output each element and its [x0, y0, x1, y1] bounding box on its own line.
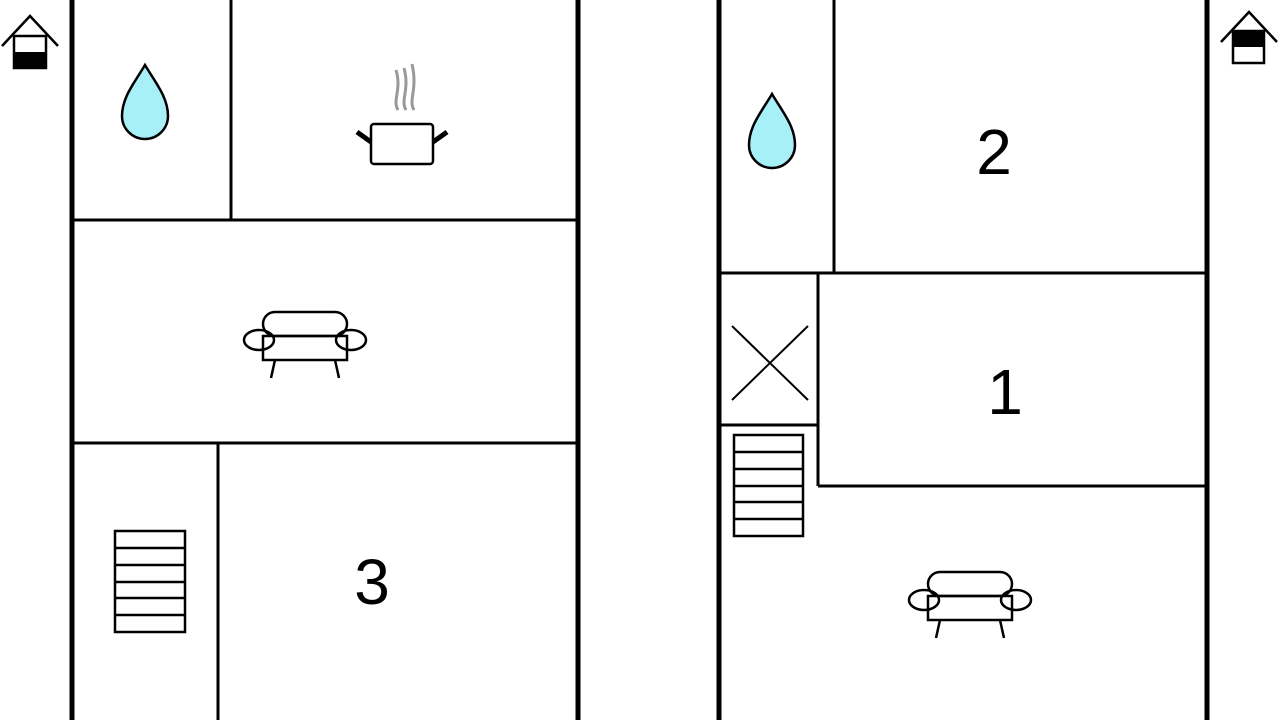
ground-floor-plan: 3 — [69, 0, 581, 720]
stairs-icon — [732, 433, 805, 538]
water-drop-icon — [747, 92, 797, 170]
house-upper-floor-icon — [1220, 10, 1278, 65]
water-drop-icon — [120, 63, 170, 141]
room-label-2: 2 — [976, 116, 1012, 188]
house-ground-floor-icon — [1, 14, 59, 70]
cross-icon — [731, 325, 809, 401]
room-label-3: 3 — [354, 546, 390, 618]
cooking-pot-icon — [355, 63, 449, 166]
sofa-icon — [242, 310, 368, 380]
upper-floor-plan: 2 1 — [716, 0, 1210, 720]
stairs-icon — [113, 529, 187, 634]
sofa-icon — [907, 570, 1033, 640]
room-label-1: 1 — [987, 356, 1023, 428]
